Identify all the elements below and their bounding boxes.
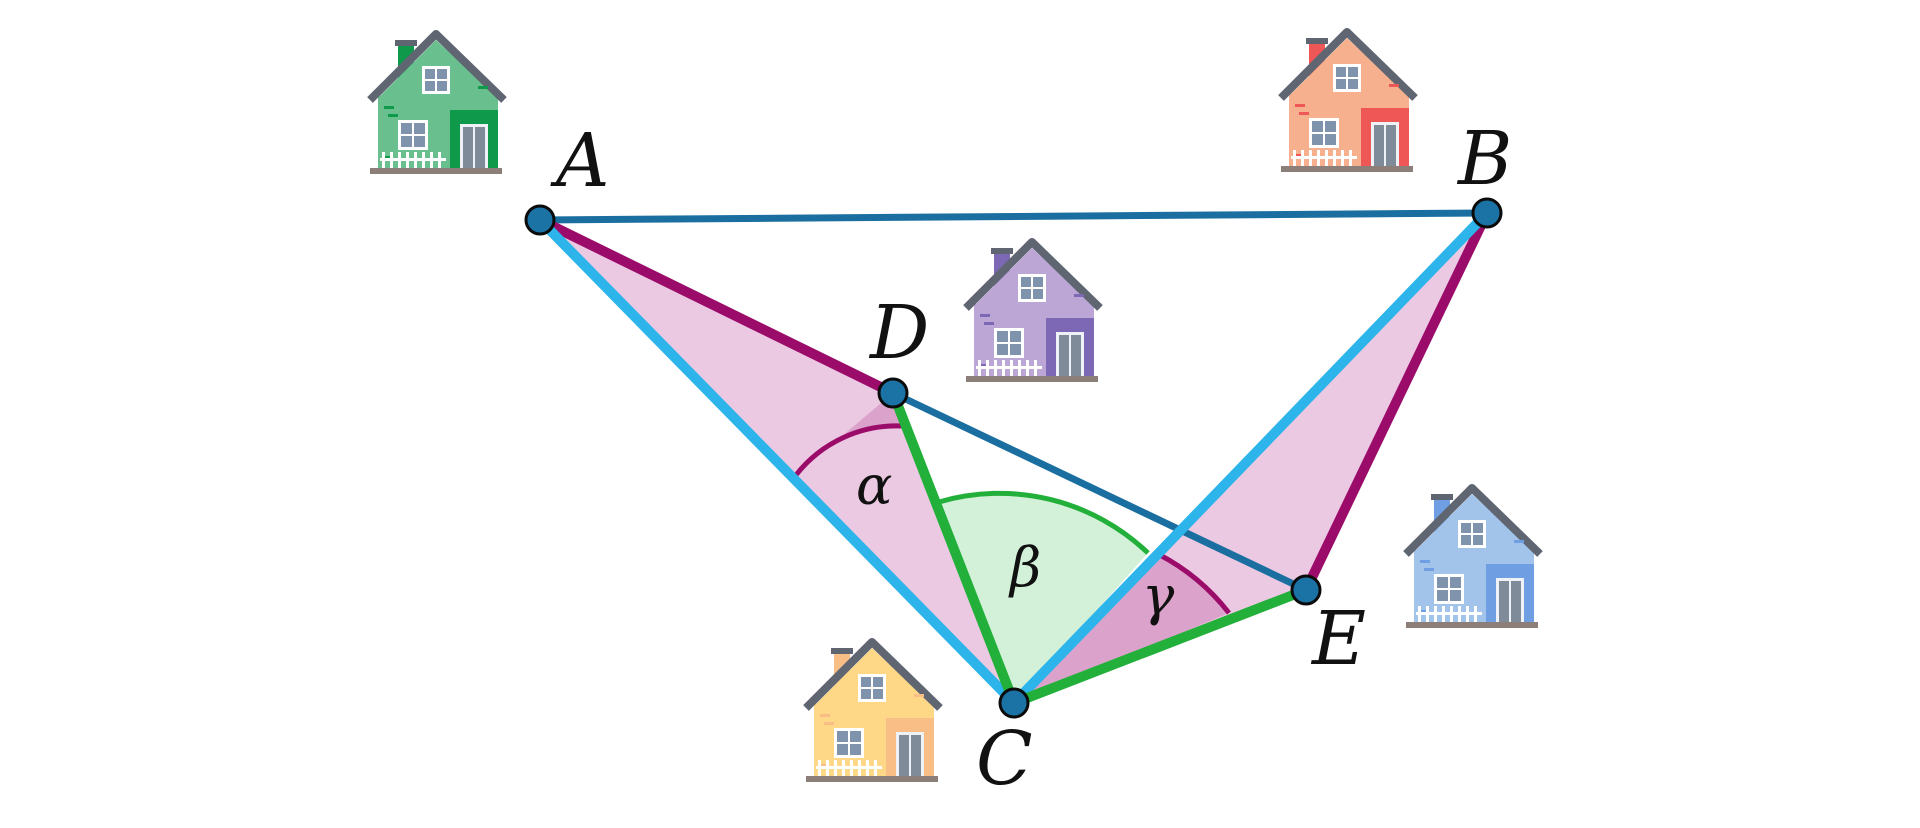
label-beta: β bbox=[1008, 536, 1041, 599]
segment-CE bbox=[1009, 585, 1311, 708]
point-C bbox=[998, 687, 1030, 719]
segment-BC bbox=[1009, 208, 1492, 708]
segment-DE bbox=[889, 389, 1310, 594]
label-alpha: α bbox=[856, 454, 892, 517]
segment-BE bbox=[1301, 208, 1492, 595]
label-A: A bbox=[550, 118, 609, 204]
segment-AD bbox=[535, 215, 898, 398]
angle-alpha-arc bbox=[794, 423, 904, 477]
label-C: C bbox=[976, 716, 1033, 802]
point-A bbox=[524, 204, 556, 236]
point-B bbox=[1471, 197, 1503, 229]
house-green-icon bbox=[367, 30, 507, 174]
point-D bbox=[877, 377, 909, 409]
house-orange-icon bbox=[1278, 28, 1418, 172]
point-E bbox=[1290, 574, 1322, 606]
segment-DC bbox=[888, 388, 1019, 708]
house-purple-icon bbox=[963, 238, 1103, 382]
angle-gamma-arc bbox=[1156, 551, 1231, 615]
angle-gamma-sector bbox=[1014, 554, 1229, 703]
house-yellow-icon bbox=[803, 638, 943, 782]
angle-beta-arc bbox=[938, 490, 1150, 555]
label-D: D bbox=[868, 290, 929, 376]
label-gamma: γ bbox=[1142, 564, 1175, 627]
segment-AB bbox=[536, 209, 1491, 224]
label-E: E bbox=[1310, 596, 1366, 682]
label-B: B bbox=[1456, 116, 1512, 202]
house-blue-icon bbox=[1403, 484, 1543, 628]
segment-AC bbox=[535, 215, 1019, 708]
angle-beta-sector bbox=[939, 493, 1148, 703]
